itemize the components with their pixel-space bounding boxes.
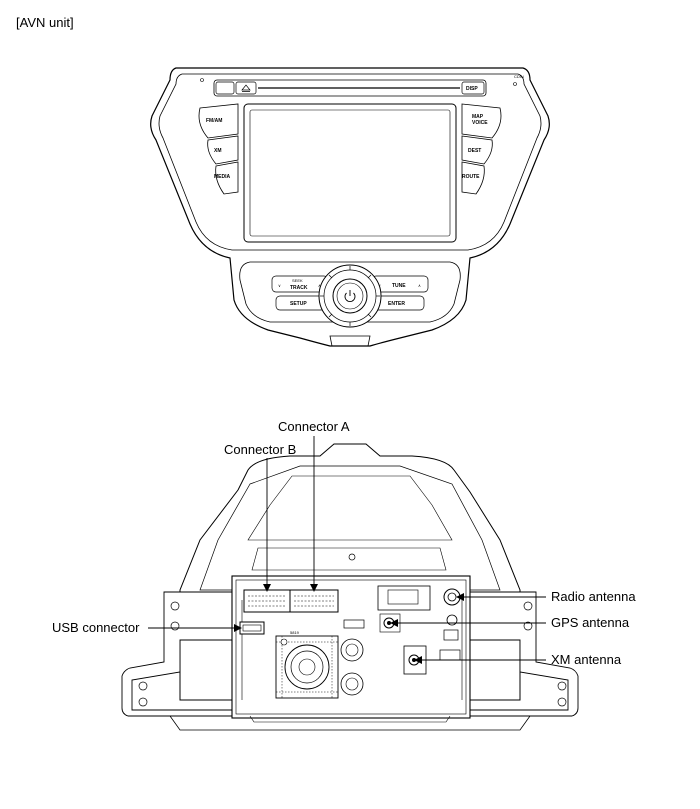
rear-housing: 5819 [121,443,579,731]
track-label: TRACK [290,285,308,291]
route-label: ROUTE [462,174,480,180]
voice-label: VOICE [472,120,488,126]
scan-button[interactable] [215,81,235,95]
setup-label: SETUP [290,301,307,307]
tune-up-icon: ∧ [418,283,421,288]
left-bracket [121,591,233,717]
xm-button[interactable] [207,135,239,165]
disp-button-label: DISP [466,86,478,92]
seek-label: SEEK [292,278,303,283]
indicator-led [200,78,204,82]
dest-button[interactable] [461,135,493,165]
connector-b-label: Connector B [224,442,296,457]
map-voice-button[interactable] [461,103,502,139]
disp-button[interactable] [461,81,485,95]
dest-label: DEST [468,148,481,154]
tune-label: TUNE [392,283,406,289]
eject-icon [241,84,251,92]
eject-button[interactable] [235,81,257,95]
section-title: [AVN unit] [16,15,74,30]
callout-leaders [148,436,546,664]
model-mark: 5819 [290,630,300,635]
display-screen [243,103,457,243]
front-panel: DISP CDIN FM/AM XM MEDIA MAP VOICE DEST … [150,67,550,347]
fm-am-button[interactable] [198,103,239,139]
mounting-screw [348,553,356,561]
enter-label: ENTER [388,301,405,307]
gps-antenna-label: GPS antenna [551,615,630,630]
media-button[interactable] [215,161,239,195]
power-icon [344,290,356,302]
xm-label: XM [214,148,222,154]
map-label: MAP [472,114,484,120]
usb-connector-label: USB connector [52,620,140,635]
connector-a-label: Connector A [278,419,350,434]
seek-down-icon: ∨ [278,283,281,288]
route-button[interactable] [461,161,485,195]
media-label: MEDIA [214,174,231,180]
cdin-label: CDIN [514,74,524,79]
xm-antenna-label: XM antenna [551,652,622,667]
radio-antenna-label: Radio antenna [551,589,636,604]
fm-am-label: FM/AM [206,118,222,124]
seek-up-icon: ∧ [318,283,321,288]
usb-port [239,621,265,635]
